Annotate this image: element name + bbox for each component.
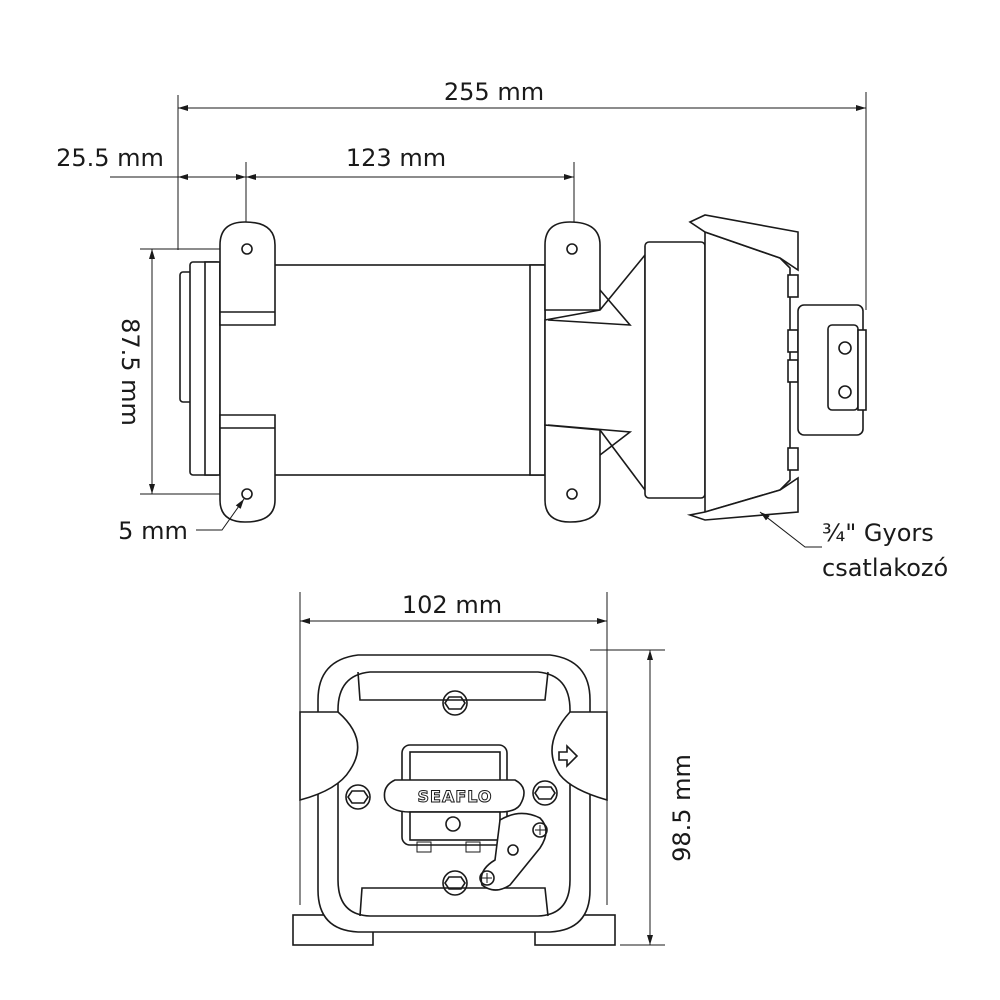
callout-line-2: csatlakozó <box>822 554 948 582</box>
hole-diameter-label: 5 mm <box>118 517 188 545</box>
front-height-label: 98.5 mm <box>668 754 696 862</box>
mount-spacing-label: 123 mm <box>346 144 446 172</box>
end-offset-label: 25.5 mm <box>56 144 164 172</box>
mount-height-label: 87.5 mm <box>116 318 144 426</box>
dimension-lines-front <box>300 618 653 945</box>
flow-arrow-icon <box>558 744 579 768</box>
front-view: SEAFLO <box>292 592 665 946</box>
front-width-label: 102 mm <box>402 591 502 619</box>
side-view <box>140 92 867 523</box>
brand-logo: SEAFLO <box>418 787 493 806</box>
overall-length-label: 255 mm <box>444 78 544 106</box>
dimension-lines-side <box>110 105 866 548</box>
callout-line-1: ¾" Gyors <box>822 519 934 547</box>
